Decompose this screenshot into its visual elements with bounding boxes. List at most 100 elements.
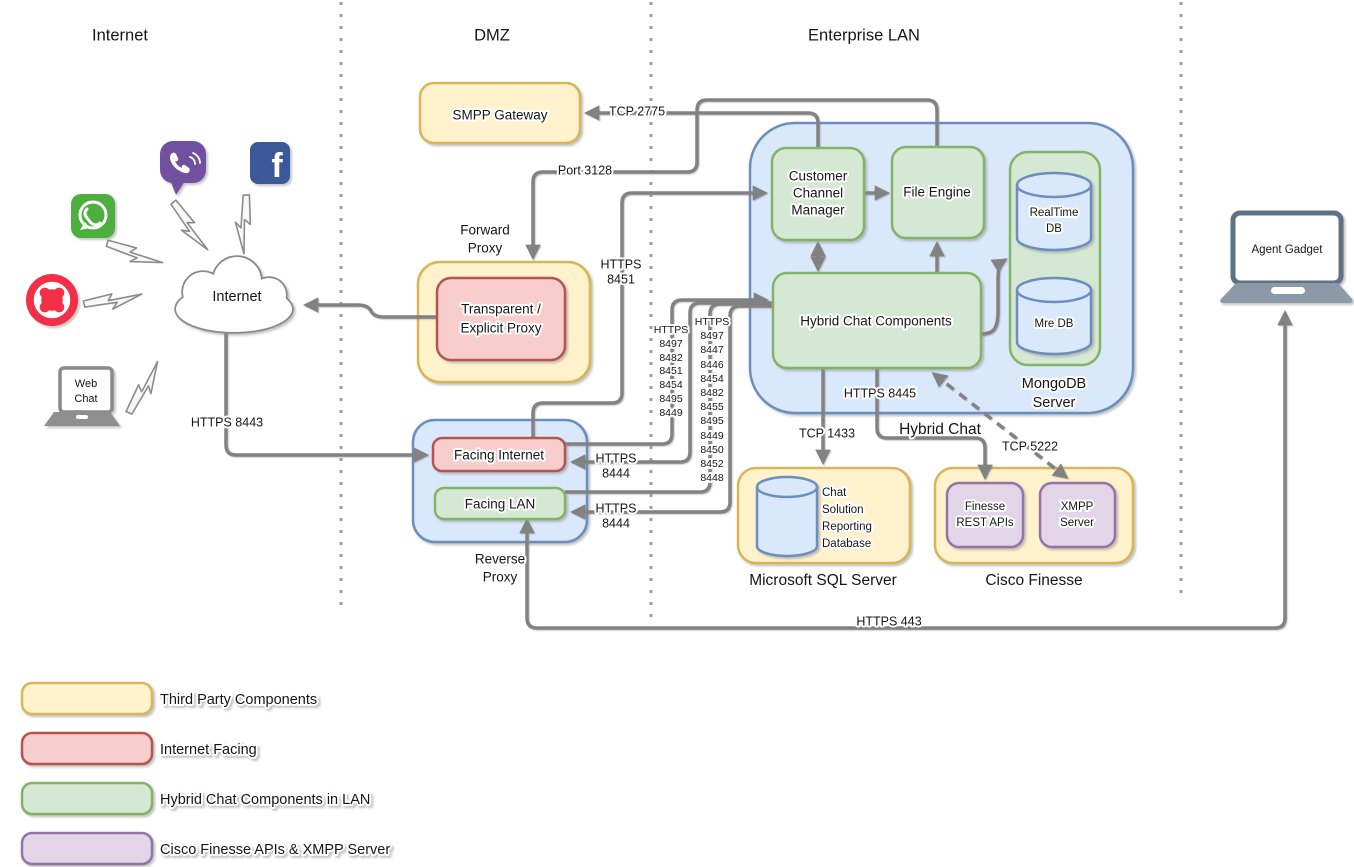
ccm-label-line3: Manager xyxy=(791,203,845,218)
legend-label-internet-facing: Internet Facing xyxy=(160,742,257,758)
https8451-label-line2: 8451 xyxy=(607,272,635,286)
facing-internet-box xyxy=(431,436,567,473)
https8443-label: HTTPS 8443 xyxy=(191,415,263,429)
sql-db-label-line4: Database xyxy=(822,538,871,550)
finesse-apis-label-line2: REST APIs xyxy=(956,517,1014,529)
facing-lan-box xyxy=(433,486,567,521)
customer-channel-manager-box xyxy=(770,146,866,242)
port-col1-row: HTTPS xyxy=(654,324,688,336)
icons: Internet f xyxy=(26,141,1353,426)
hcc-label: Hybrid Chat Components xyxy=(800,314,952,329)
connector-proxy-to-internet xyxy=(302,297,437,319)
cisco-finesse-label: Cisco Finesse xyxy=(985,572,1082,589)
transparent-proxy-label-line2: Explicit Proxy xyxy=(460,321,541,336)
tcp1433-label: TCP 1433 xyxy=(799,426,855,440)
port-list-facing-internet: HTTPS 8497 8482 8451 8454 8495 8449 xyxy=(652,322,690,421)
zone-label-internet: Internet xyxy=(92,26,148,44)
viber-icon xyxy=(160,141,206,195)
https8445-label: HTTPS 8445 xyxy=(844,386,916,400)
port-col1-row: 8497 xyxy=(659,338,683,350)
agent-gadget-laptop-icon: Agent Gadget xyxy=(1220,210,1353,303)
connector-hcc-to-mongodb xyxy=(980,258,1008,336)
xmpp-label-line1: XMPP xyxy=(1061,501,1094,513)
port-col2-row: 8454 xyxy=(700,373,724,385)
facebook-icon: f xyxy=(250,142,290,185)
bolt-webchat-icon xyxy=(117,360,171,417)
microsoft-sql-server-label: Microsoft SQL Server xyxy=(749,572,897,589)
labels: Internet DMZ Enterprise LAN SMPP Gateway… xyxy=(90,24,1096,630)
transparent-proxy-label-line1: Transparent / xyxy=(461,302,541,317)
tcp5222-label: TCP 5222 xyxy=(1002,439,1058,453)
port-col2-row: 8452 xyxy=(700,458,724,470)
tcp2775-label: TCP 2775 xyxy=(609,104,665,118)
port-col2-row: 8455 xyxy=(700,401,724,413)
sql-db-cylinder xyxy=(755,475,819,558)
port-col2-row: HTTPS xyxy=(695,316,729,328)
facebook-f-glyph: f xyxy=(271,147,283,185)
legend-swatch-internet-facing xyxy=(20,731,154,766)
mongodb-label-line1: MongoDB xyxy=(1022,376,1086,392)
https8444-top-label-line1: HTTPS xyxy=(596,451,637,465)
web-chat-laptop-icon: Web Chat xyxy=(44,366,120,426)
realtime-db-cylinder xyxy=(1015,171,1093,252)
legend-label-cisco-finesse: Cisco Finesse APIs & XMPP Server xyxy=(160,842,390,858)
zone-label-dmz: DMZ xyxy=(474,26,510,44)
connector-port3128 xyxy=(525,98,939,261)
xmpp-label-line2: Server xyxy=(1060,517,1094,529)
sql-db-label-line3: Reporting xyxy=(822,521,872,533)
port-col2-row: 8448 xyxy=(700,472,724,484)
bolt-facebook-icon xyxy=(226,192,261,255)
agent-gadget-label: Agent Gadget xyxy=(1252,244,1324,256)
file-engine-label: File Engine xyxy=(903,185,971,200)
port-col1-row: 8449 xyxy=(659,407,683,419)
https8444-top-label-line2: 8444 xyxy=(602,466,630,480)
https8444-bottom-label-line2: 8444 xyxy=(602,516,630,530)
port-col2-row: 8446 xyxy=(700,359,724,371)
smpp-gateway-box xyxy=(418,81,582,145)
whatsapp-icon xyxy=(71,194,115,238)
legend-swatch-cisco-finesse xyxy=(20,831,154,866)
port-col1-row: 8482 xyxy=(659,352,683,364)
sql-db-label-line1: Chat xyxy=(822,487,847,499)
connector-https8443 xyxy=(224,332,430,463)
reverse-proxy-label-line2: Proxy xyxy=(483,570,518,585)
legend: Third Party Components Internet Facing H… xyxy=(20,681,392,866)
connector-tcp5222-dashed xyxy=(931,372,1069,479)
port-col1-row: 8451 xyxy=(659,365,683,377)
bolt-viber-icon xyxy=(169,195,209,257)
connector-tcp2775 xyxy=(583,105,820,147)
bolt-whatsapp-icon xyxy=(103,230,164,278)
port-col2-row: 8482 xyxy=(700,387,724,399)
legend-label-third-party: Third Party Components xyxy=(160,692,317,708)
port-col2-row: 8449 xyxy=(700,430,724,442)
forward-proxy-label-line1: Forward xyxy=(460,223,510,238)
port-col1-row: 8454 xyxy=(659,379,683,391)
port-col1-row: 8495 xyxy=(659,393,683,405)
port-list-facing-lan: HTTPS 8497 8447 8446 8454 8482 8455 8495… xyxy=(693,314,731,486)
port-col2-row: 8495 xyxy=(700,415,724,427)
sql-db-label-line2: Solution xyxy=(822,504,864,516)
https8451-label-line1: HTTPS xyxy=(601,257,642,271)
smpp-gateway-label: SMPP Gateway xyxy=(452,108,547,123)
port3128-label: Port 3128 xyxy=(558,163,612,177)
xmpp-server-box xyxy=(1038,481,1117,549)
hybrid-chat-components-box xyxy=(771,271,983,370)
connector-https443 xyxy=(519,309,1293,630)
facing-internet-label: Facing Internet xyxy=(454,448,544,463)
web-chat-label-line1: Web xyxy=(75,378,97,390)
facing-lan-label: Facing LAN xyxy=(465,497,536,512)
port-col2-row: 8497 xyxy=(700,330,724,342)
web-chat-label-line2: Chat xyxy=(74,393,97,405)
file-engine-box xyxy=(890,145,986,240)
connectors xyxy=(224,98,1293,630)
reverse-proxy-label-line1: Reverse xyxy=(475,552,525,567)
legend-swatch-third-party xyxy=(20,681,154,716)
transparent-proxy-box xyxy=(435,276,567,362)
mre-db-cylinder xyxy=(1015,276,1093,356)
realtime-db-label-line2: DB xyxy=(1046,223,1062,235)
forward-proxy-label-line2: Proxy xyxy=(468,241,503,256)
port-col2-row: 8447 xyxy=(700,344,724,356)
https8444-bottom-label-line1: HTTPS xyxy=(596,501,637,515)
